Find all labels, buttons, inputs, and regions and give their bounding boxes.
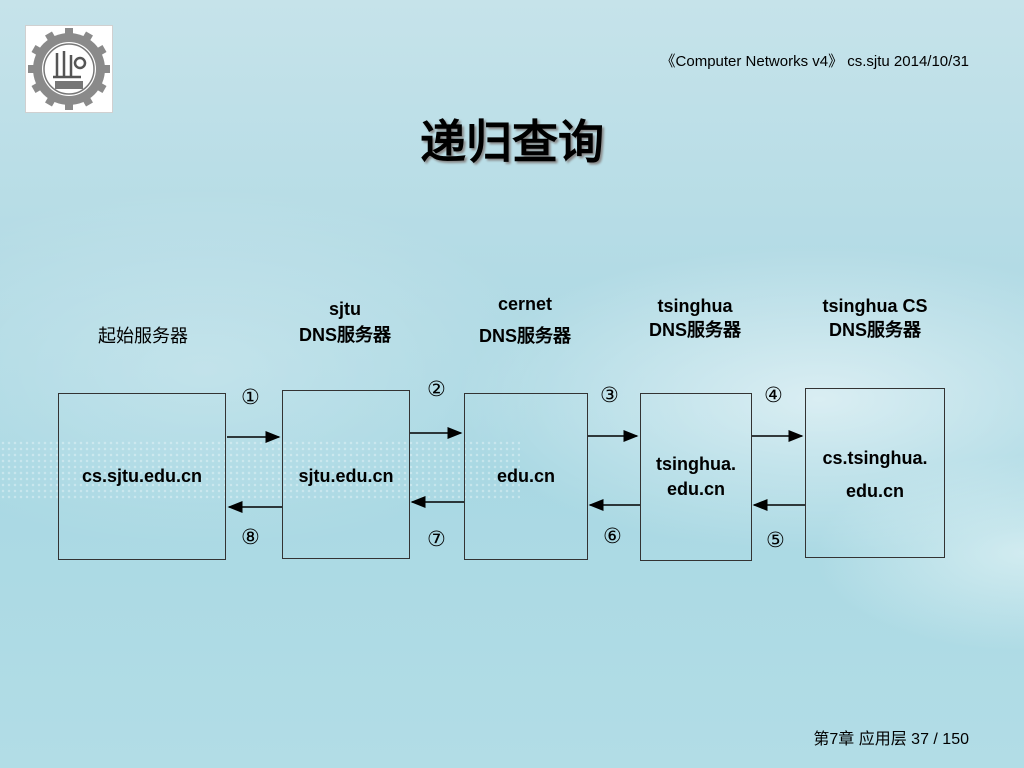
- slide-title: 递归查询: [420, 115, 604, 169]
- step-5: ⑤: [766, 528, 785, 552]
- university-logo: [25, 25, 113, 113]
- step-8: ⑧: [241, 525, 260, 549]
- server-label-tsinghua: tsinghua DNS服务器: [648, 296, 741, 340]
- step-7: ⑦: [427, 527, 446, 551]
- step-6: ⑥: [603, 524, 622, 548]
- step-4: ④: [764, 383, 783, 407]
- server-label-origin: 起始服务器: [98, 326, 188, 346]
- server-box-cernet: edu.cn: [464, 393, 588, 560]
- step-3: ③: [600, 383, 619, 407]
- step-1: ①: [241, 385, 260, 409]
- server-box-sjtu: sjtu.edu.cn: [282, 390, 410, 559]
- slide-header: 《Computer Networks v4》 cs.sjtu 2014/10/3…: [660, 53, 969, 70]
- step-2: ②: [427, 377, 446, 401]
- server-box-tsinghua-cs: cs.tsinghua. edu.cn: [805, 388, 945, 558]
- server-box-tsinghua: tsinghua. edu.cn: [640, 393, 752, 561]
- server-box-origin: cs.sjtu.edu.cn: [58, 393, 226, 560]
- server-label-sjtu: sjtu DNS服务器: [298, 299, 391, 345]
- background-dot-pattern: [0, 440, 520, 500]
- server-label-cernet: cernet DNS服务器: [478, 294, 571, 346]
- server-label-tsinghua-cs: tsinghua CS DNS服务器: [822, 296, 928, 340]
- page-footer: 第7章 应用层 37 / 150: [813, 731, 969, 748]
